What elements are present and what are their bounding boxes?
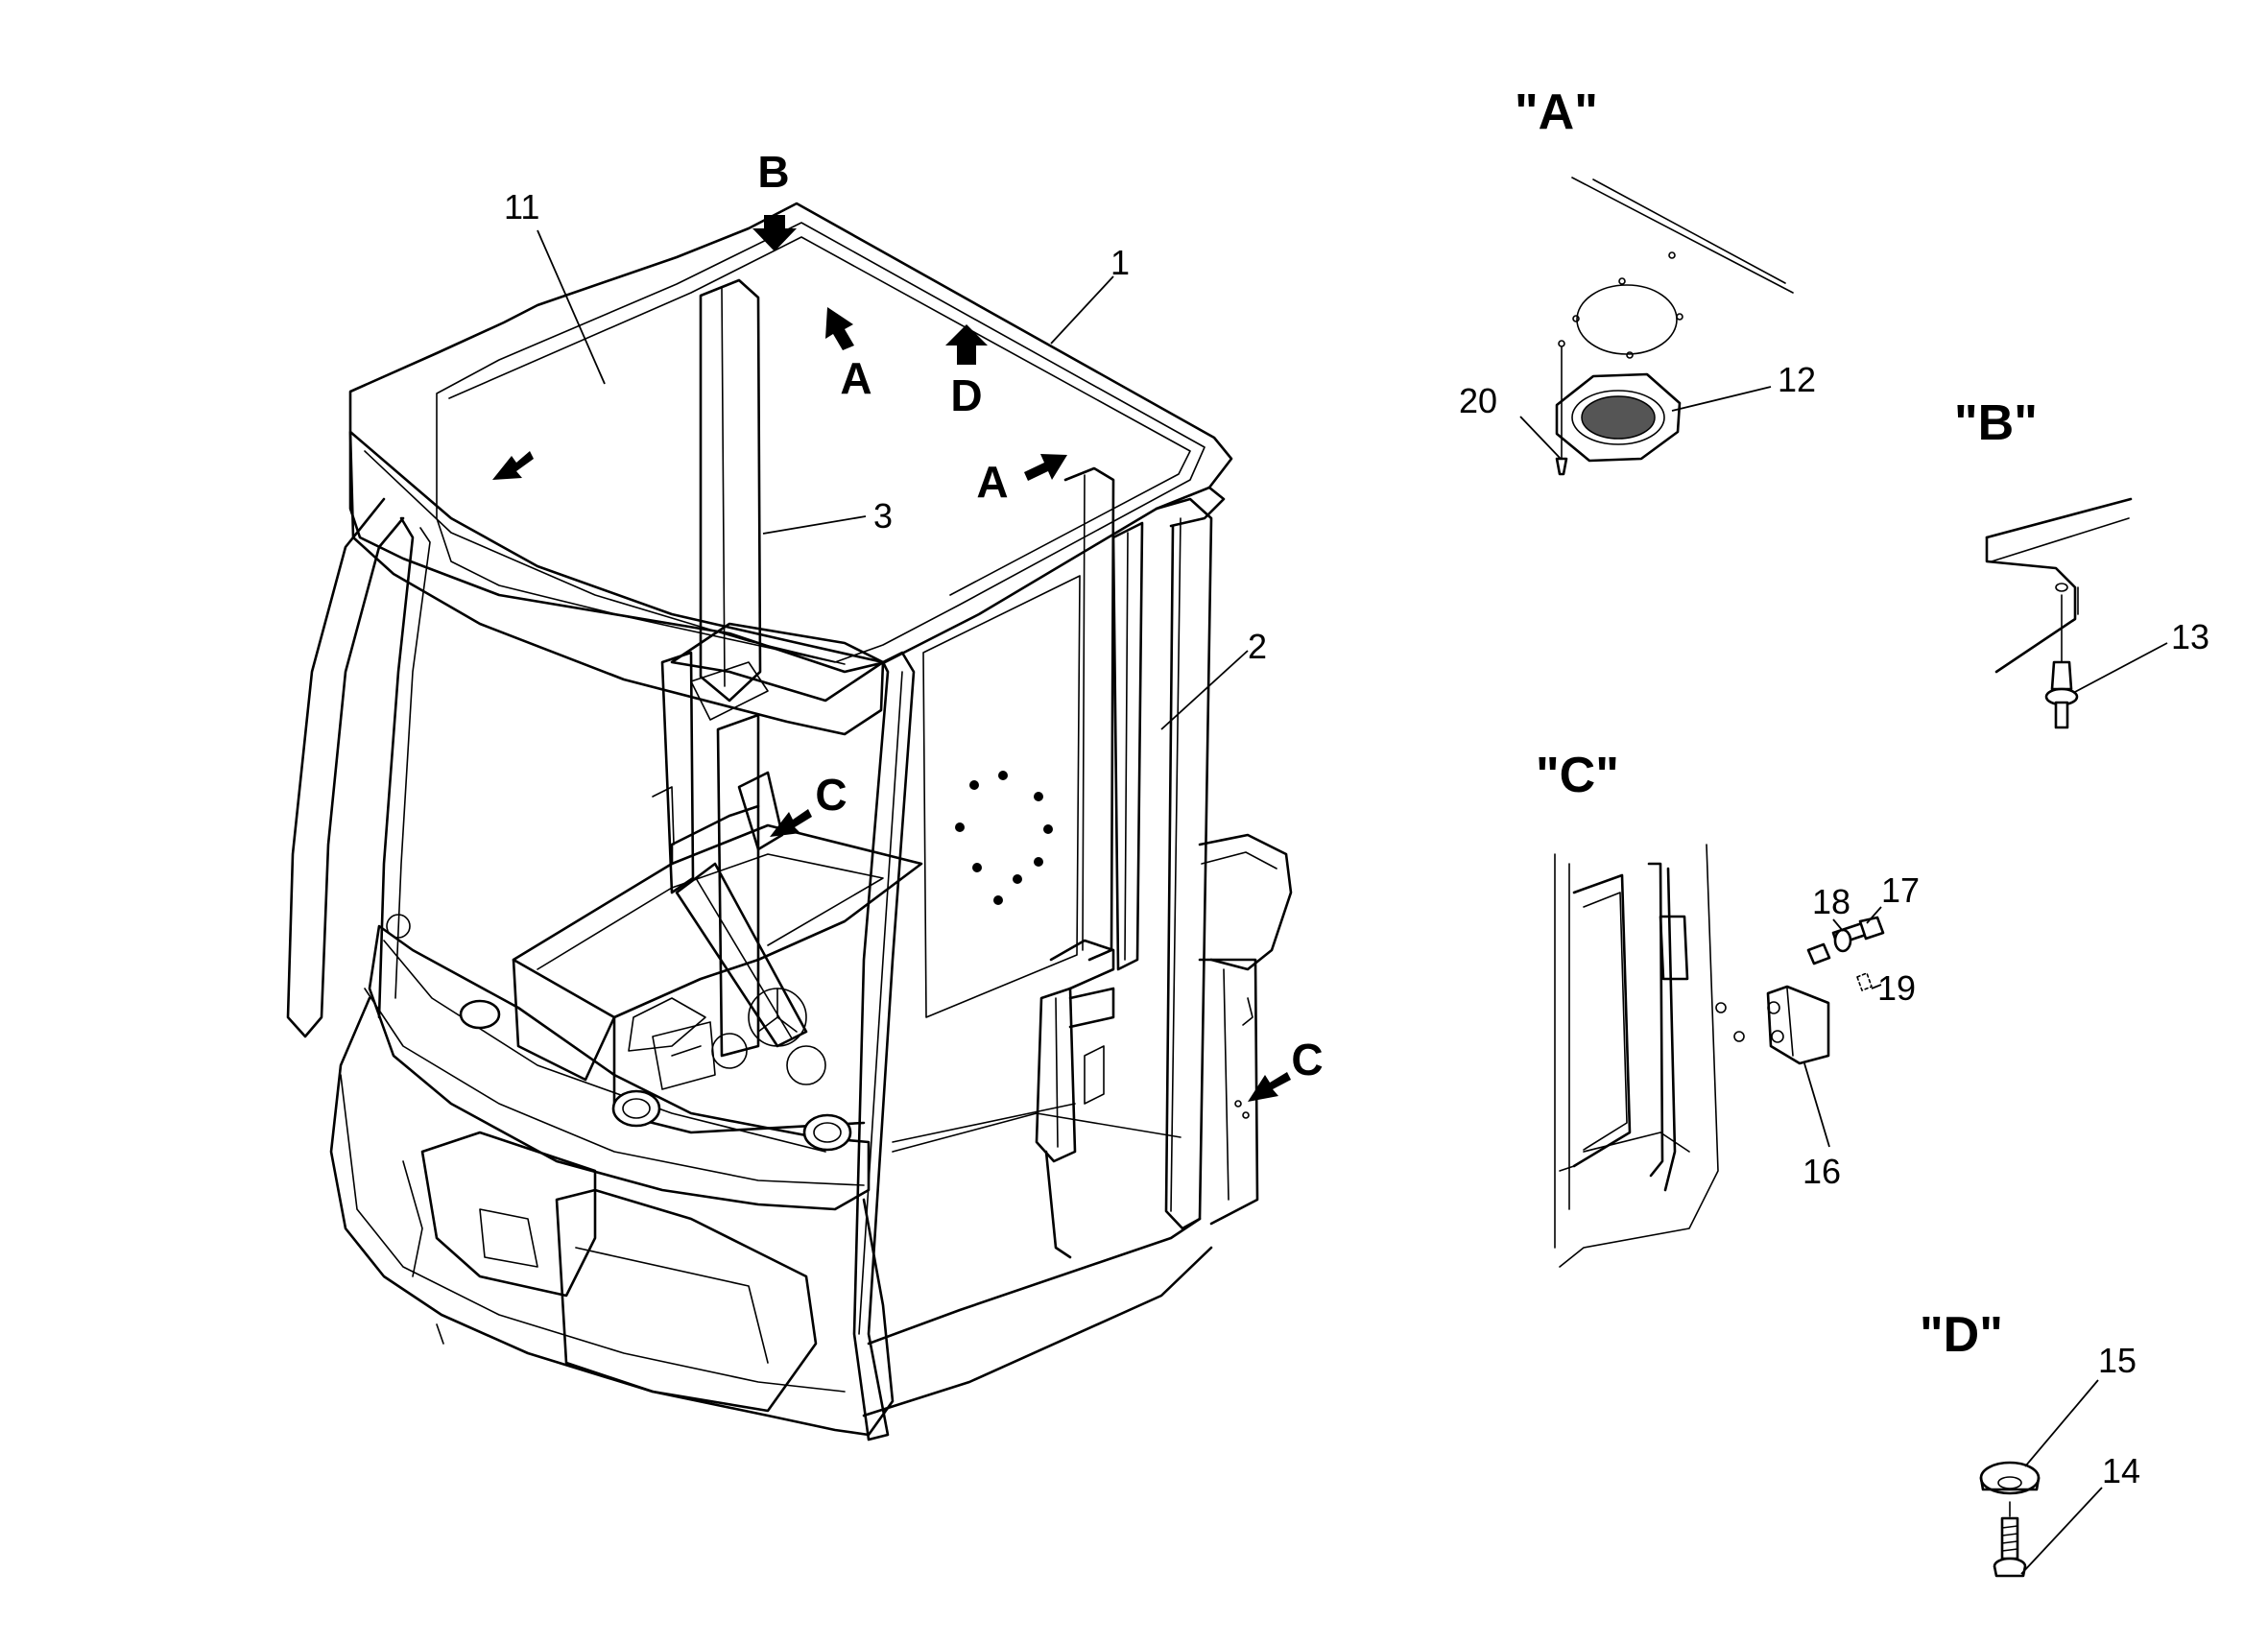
view-letter-a-upper: A: [840, 353, 871, 403]
detail-title-a: "A": [1515, 84, 1598, 140]
callout-11: 11: [504, 187, 539, 226]
callout-13: 13: [2171, 617, 2209, 656]
detail-c: "C" 17 18 19 16: [1536, 748, 1920, 1268]
arrow-c-inner: [770, 809, 812, 837]
detail-title-b: "B": [1954, 395, 2038, 451]
view-letter-a-right: A: [976, 457, 1008, 507]
view-letter-c-side: C: [1291, 1035, 1323, 1084]
callout-15: 15: [2098, 1341, 2137, 1380]
view-letter-c-inner: C: [815, 770, 847, 820]
callout-17: 17: [1881, 870, 1920, 910]
main-callouts: 1 2 3 11: [504, 187, 1267, 730]
bolt: [2000, 1516, 2019, 1561]
arrow-d: [945, 324, 988, 365]
callout-20: 20: [1459, 381, 1497, 420]
callout-1: 1: [1110, 243, 1130, 282]
bracket: [1766, 985, 1830, 1065]
arrow-c-side: [1248, 1072, 1291, 1102]
arrow-left-visor: [492, 451, 534, 480]
detail-d: "D" 15 14: [1920, 1307, 2140, 1578]
detail-a: "A" 20 12: [1459, 84, 1816, 476]
rear-panel-bolts: [955, 771, 1053, 905]
cab-assembly: [286, 202, 1293, 1441]
callout-2: 2: [1248, 627, 1267, 666]
callout-18: 18: [1812, 882, 1850, 921]
detail-title-c: "C": [1536, 748, 1619, 803]
detail-b: "B" 13: [1954, 395, 2209, 729]
view-letter-b: B: [757, 147, 789, 197]
arrow-b: [752, 215, 797, 251]
callout-16: 16: [1802, 1152, 1841, 1191]
arrow-a-upper: [825, 307, 854, 350]
callout-12: 12: [1778, 360, 1816, 399]
callout-3: 3: [873, 496, 893, 536]
view-arrows: [492, 215, 1291, 1102]
callout-14: 14: [2102, 1451, 2140, 1490]
arrow-a-right: [1024, 454, 1067, 481]
view-letter-d: D: [950, 370, 982, 420]
detail-title-d: "D": [1920, 1307, 2003, 1363]
callout-19: 19: [1877, 968, 1916, 1008]
